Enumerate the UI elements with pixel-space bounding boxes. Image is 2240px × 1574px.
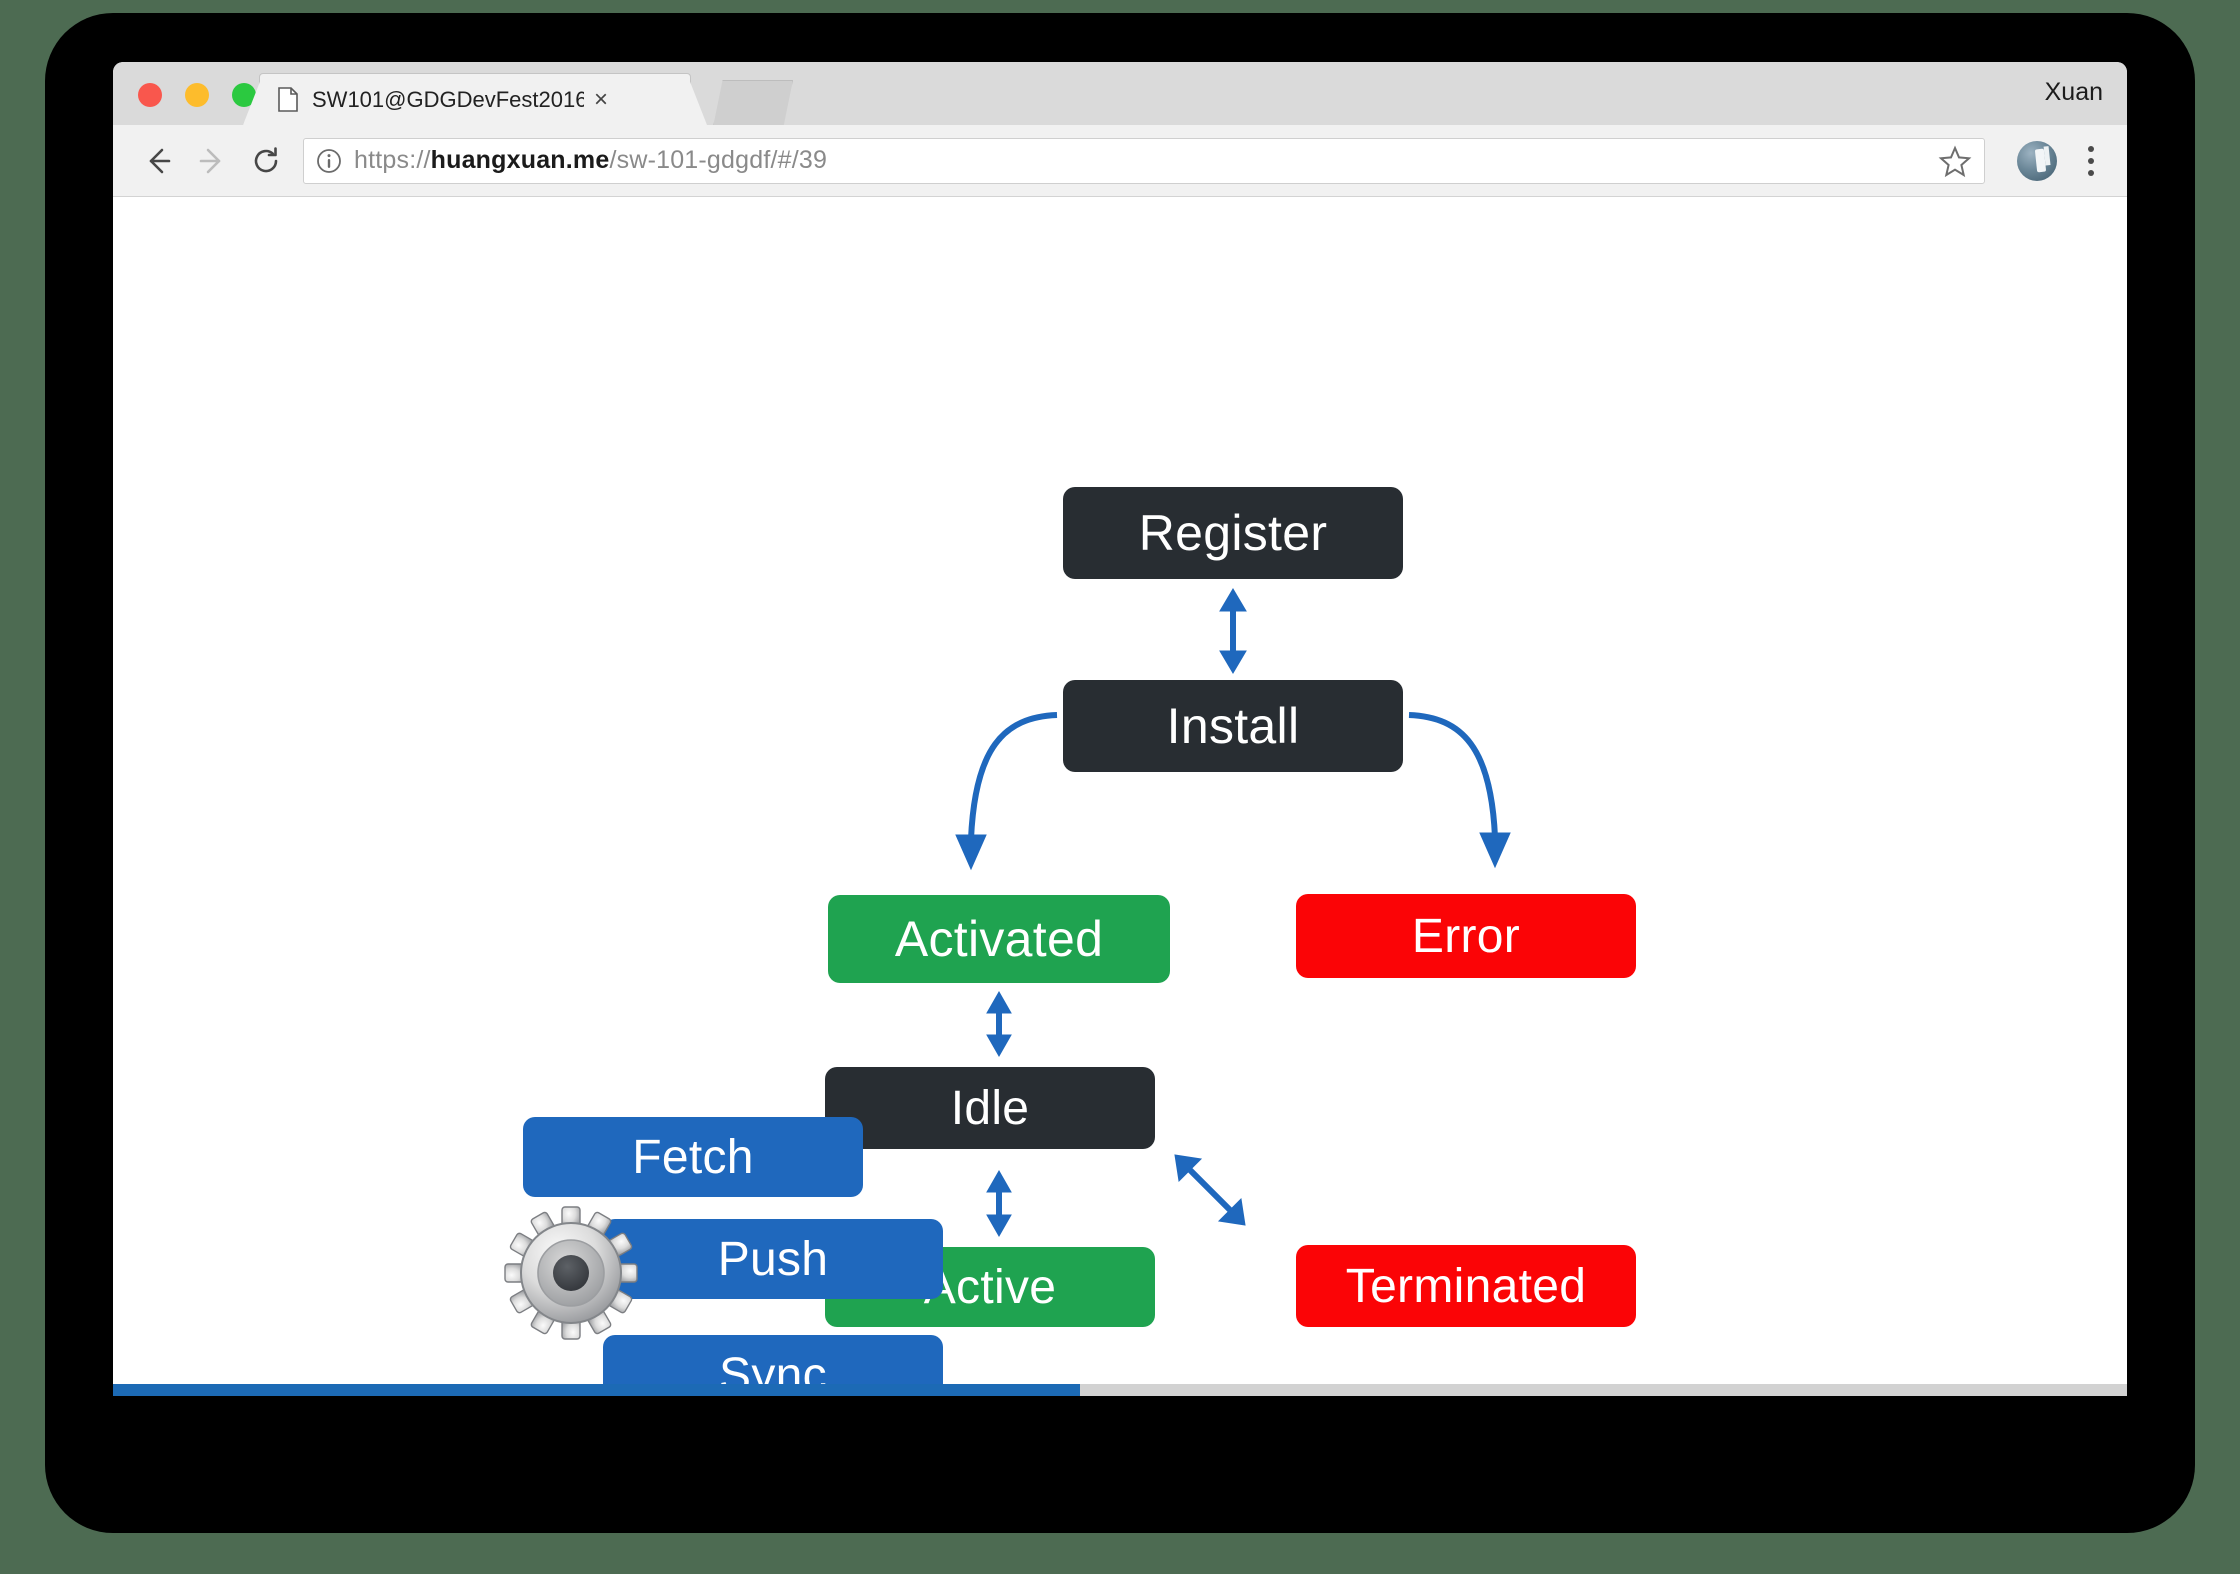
slide-progress-bar[interactable] bbox=[113, 1384, 2127, 1396]
chrome-menu-icon[interactable] bbox=[2073, 139, 2109, 183]
url-host: huangxuan.me bbox=[430, 146, 610, 174]
bookmark-star-icon[interactable] bbox=[1938, 144, 1972, 178]
browser-tab-active[interactable]: SW101@GDGDevFest2016 - ( × bbox=[260, 74, 690, 125]
minimize-window-button[interactable] bbox=[185, 83, 209, 107]
connector-install-error bbox=[1408, 712, 1511, 869]
state-node-label: Push bbox=[717, 1232, 829, 1286]
close-icon[interactable]: × bbox=[593, 85, 608, 113]
close-window-button[interactable] bbox=[138, 83, 162, 107]
browser-window: SW101@GDGDevFest2016 - ( × Xuan bbox=[113, 62, 2127, 1396]
connector-activated-idle bbox=[986, 990, 1012, 1058]
tab-title: SW101@GDGDevFest2016 - ( bbox=[312, 86, 584, 112]
page-icon bbox=[278, 87, 298, 112]
reload-icon[interactable] bbox=[239, 134, 293, 188]
state-node-install: Install bbox=[1063, 680, 1403, 772]
window-traffic-lights bbox=[138, 83, 256, 107]
address-bar[interactable]: https://huangxuan.me/sw-101-gdgdf/#/39 bbox=[303, 137, 1985, 184]
state-node-label: Register bbox=[1138, 505, 1328, 561]
state-node-register: Register bbox=[1063, 487, 1403, 579]
url-scheme: https:// bbox=[354, 146, 431, 174]
state-node-label: Idle bbox=[950, 1081, 1030, 1135]
connector-active-terminated bbox=[1174, 1154, 1246, 1226]
connector-layer bbox=[955, 588, 1511, 1238]
state-node-label: Active bbox=[923, 1260, 1057, 1314]
state-node-error: Error bbox=[1296, 894, 1636, 978]
state-node-label: Activated bbox=[894, 911, 1104, 967]
gear-icon bbox=[501, 1203, 641, 1343]
page-info-icon[interactable] bbox=[316, 148, 342, 174]
state-node-label: Fetch bbox=[632, 1130, 754, 1184]
state-node-push: Push bbox=[603, 1219, 943, 1299]
url-path: /sw-101-gdgdf/#/39 bbox=[609, 146, 828, 174]
url-text: https://huangxuan.me/sw-101-gdgdf/#/39 bbox=[354, 146, 827, 175]
connector-install-activated bbox=[955, 712, 1058, 871]
forward-arrow-icon[interactable] bbox=[185, 134, 239, 188]
state-node-label: Error bbox=[1411, 909, 1521, 963]
browser-tab-inactive[interactable] bbox=[713, 80, 793, 127]
state-node-idle: Idle bbox=[825, 1067, 1155, 1149]
state-node-label: Terminated bbox=[1345, 1259, 1587, 1313]
state-node-terminated: Terminated bbox=[1296, 1245, 1636, 1327]
connector-idle-active bbox=[986, 1169, 1012, 1238]
profile-name-label: Xuan bbox=[2044, 78, 2103, 106]
state-node-fetch: Fetch bbox=[523, 1117, 863, 1197]
tab-strip: SW101@GDGDevFest2016 - ( × Xuan bbox=[113, 62, 2127, 127]
slide-progress-fill bbox=[113, 1384, 1080, 1396]
state-node-label: Install bbox=[1166, 698, 1300, 754]
back-arrow-icon[interactable] bbox=[131, 134, 185, 188]
state-node-activated: Activated bbox=[828, 895, 1170, 983]
connector-register-install bbox=[1219, 588, 1247, 674]
browser-toolbar: https://huangxuan.me/sw-101-gdgdf/#/39 bbox=[113, 125, 2127, 197]
profile-avatar-icon[interactable] bbox=[2017, 140, 2057, 181]
gear-icon-glyph bbox=[504, 1206, 638, 1340]
